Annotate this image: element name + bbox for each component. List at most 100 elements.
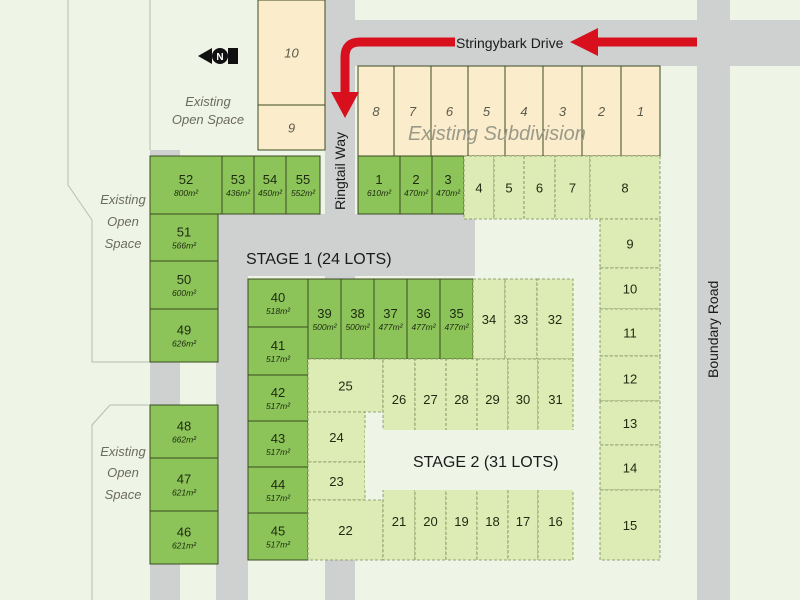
lot-31: 31	[537, 358, 574, 440]
lot-26: 26	[382, 358, 416, 440]
existing-lot-4: 4	[504, 65, 544, 157]
lot-17: 17	[507, 481, 539, 561]
svg-text:Open: Open	[107, 465, 139, 480]
lot-8: 8	[589, 155, 661, 220]
lot-24: 24	[307, 411, 366, 463]
roads	[150, 0, 800, 600]
lot-44-number: 44	[271, 477, 285, 492]
lot-27-number: 27	[423, 392, 437, 407]
lot-6-number: 6	[536, 181, 543, 196]
svg-text:Space: Space	[105, 487, 142, 502]
lot-42-number: 42	[271, 385, 285, 400]
lot-15: 15	[599, 489, 661, 561]
existing-lot-1-number: 1	[637, 104, 644, 119]
lot-48-area: 662m²	[172, 435, 197, 445]
lot-38-number: 38	[350, 306, 364, 321]
lot-7: 7	[554, 155, 591, 220]
compass-letter: N	[216, 52, 223, 63]
existing-lot-2: 2	[581, 65, 622, 157]
existing-lot-8-number: 8	[372, 104, 380, 119]
lot-47-number: 47	[177, 472, 191, 487]
open-space-label-middle: Existing Open Space	[100, 192, 146, 251]
existing-lot-10: 10	[257, 0, 326, 106]
stringybark-drive-label: Stringybark Drive	[456, 35, 564, 51]
lot-7-number: 7	[569, 181, 576, 196]
lot-32: 32	[536, 278, 574, 360]
existing-lot-3-number: 3	[559, 104, 567, 119]
lot-16: 16	[537, 481, 574, 561]
lot-5-number: 5	[505, 181, 512, 196]
lot-45-area: 517m²	[266, 540, 291, 550]
svg-text:Open: Open	[107, 214, 139, 229]
lot-4-number: 4	[475, 181, 482, 196]
lot-21-number: 21	[392, 514, 406, 529]
lot-9-number: 9	[626, 237, 633, 252]
lot-3-area: 470m²	[436, 188, 461, 198]
lot-44-area: 517m²	[266, 493, 291, 503]
lot-34: 34	[472, 278, 506, 360]
lot-54-number: 54	[263, 172, 277, 187]
lot-47-area: 621m²	[172, 488, 197, 498]
existing-lot-5-number: 5	[483, 104, 491, 119]
lot-18: 18	[476, 481, 509, 561]
lot-33-number: 33	[514, 312, 528, 327]
lot-2-number: 2	[412, 172, 419, 187]
lot-41-number: 41	[271, 338, 285, 353]
lot-17-number: 17	[516, 514, 530, 529]
lot-20: 20	[414, 481, 447, 561]
lot-39-area: 500m²	[312, 322, 337, 332]
lot-9: 9	[599, 218, 661, 269]
boundary-road-label: Boundary Road	[705, 281, 721, 378]
lot-14: 14	[599, 444, 661, 491]
lot-49-number: 49	[177, 323, 191, 338]
ringtail-way-label: Ringtail Way	[332, 132, 348, 210]
existing-lot-2-number: 2	[597, 104, 606, 119]
existing-lot-4-number: 4	[520, 104, 527, 119]
lot-6: 6	[523, 155, 556, 220]
north-compass-icon: N	[198, 48, 238, 64]
existing-lot-6-number: 6	[446, 104, 454, 119]
lot-40-area: 518m²	[266, 306, 291, 316]
lot-19-number: 19	[454, 514, 468, 529]
lot-37-area: 477m²	[378, 322, 403, 332]
lot-5: 5	[493, 155, 525, 220]
lot-22-number: 22	[338, 523, 352, 538]
lot-19: 19	[445, 481, 478, 561]
lot-16-number: 16	[548, 514, 562, 529]
lot-25-number: 25	[338, 379, 352, 394]
existing-lot-3: 3	[542, 65, 583, 157]
lot-30-number: 30	[516, 392, 530, 407]
existing-lot-9: 9	[257, 104, 326, 151]
lot-1-area: 610m²	[367, 188, 392, 198]
lot-27: 27	[414, 358, 447, 440]
lot-4: 4	[463, 155, 495, 220]
lot-41-area: 517m²	[266, 354, 291, 364]
lot-53-area: 436m²	[226, 188, 251, 198]
lot-29: 29	[476, 358, 509, 440]
lot-10-number: 10	[623, 282, 637, 297]
lot-43-area: 517m²	[266, 447, 291, 457]
lot-22: 22	[307, 499, 384, 561]
lot-23-number: 23	[329, 474, 343, 489]
lot-11: 11	[599, 308, 661, 357]
lot-35-area: 477m²	[444, 322, 469, 332]
lot-40-number: 40	[271, 290, 285, 305]
existing-subdivision-label: Existing Subdivision	[408, 123, 586, 145]
existing-lot-5: 5	[467, 65, 506, 157]
lot-50-area: 600m²	[172, 288, 197, 298]
lot-34-number: 34	[482, 312, 496, 327]
svg-text:Space: Space	[105, 236, 142, 251]
